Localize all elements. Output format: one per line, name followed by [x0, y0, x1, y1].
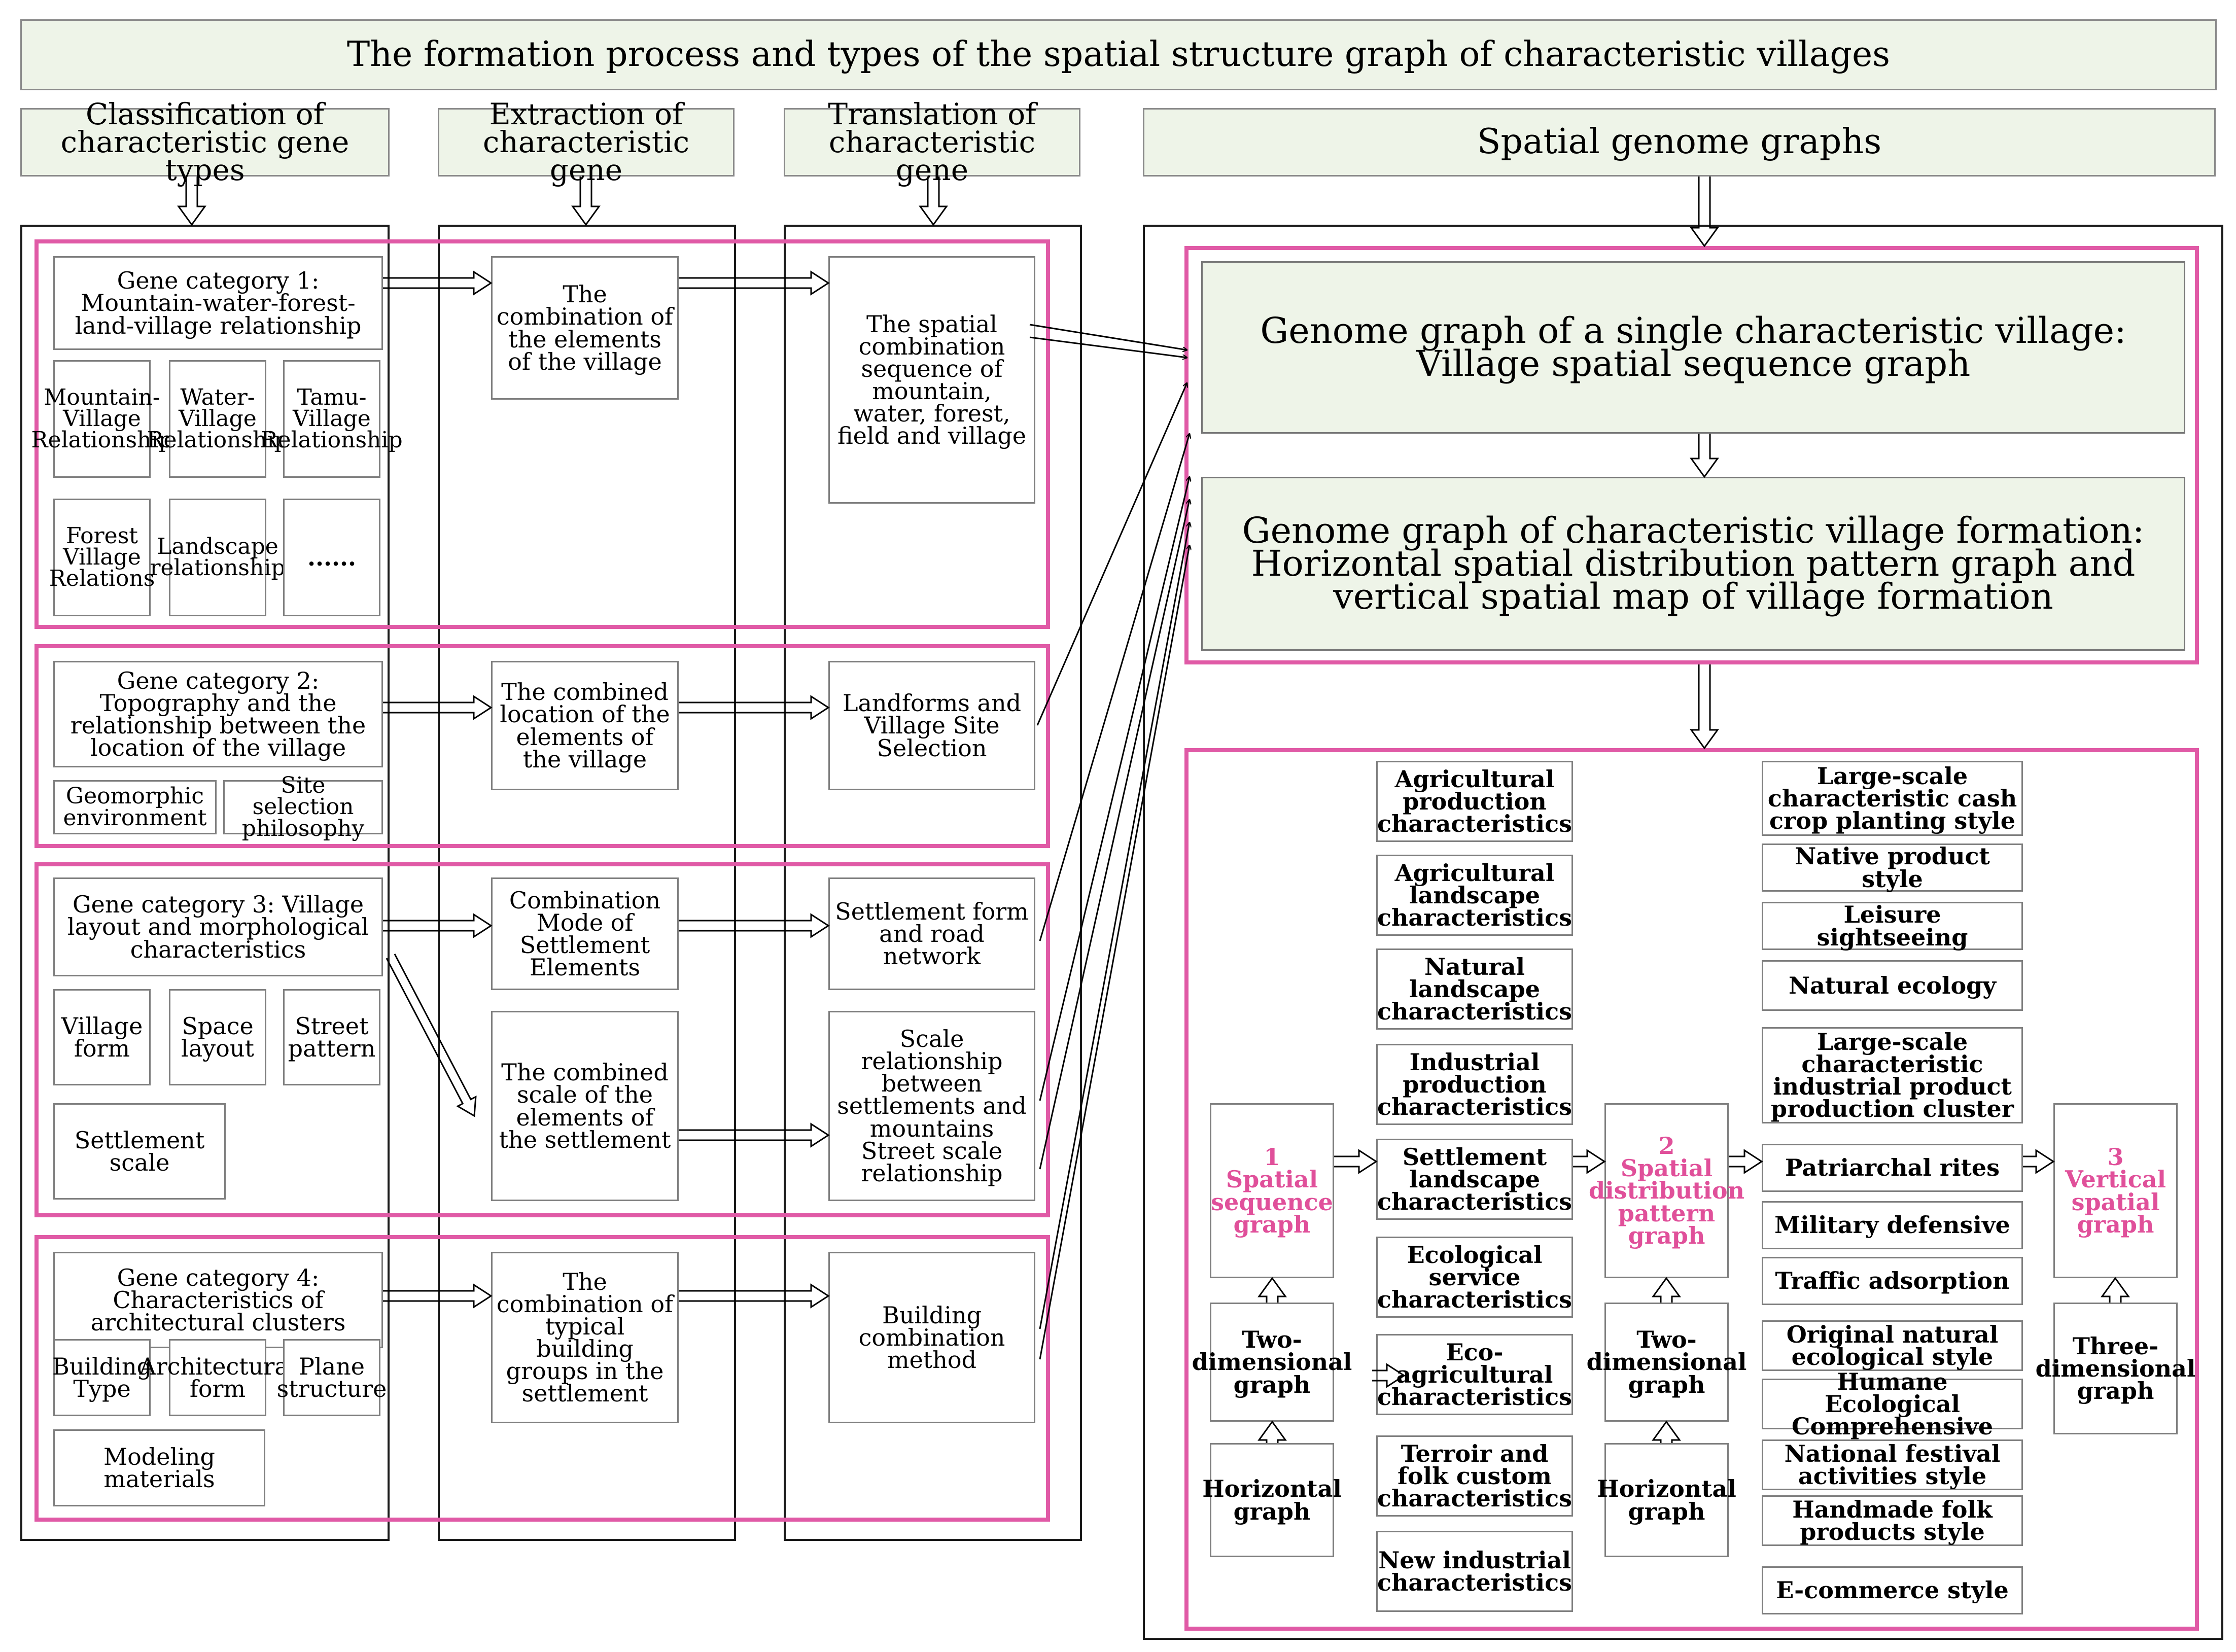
- style-item: Military defensive: [1762, 1201, 2023, 1249]
- category-4-title: Gene category 4: Characteristics of arch…: [53, 1252, 383, 1348]
- category-4-item: Architectural form: [139, 1339, 296, 1416]
- category-1-item: ......: [283, 499, 380, 616]
- category-1-translation: The spatial combination sequence of moun…: [828, 256, 1035, 504]
- category-3-title: Gene category 3: Village layout and morp…: [53, 877, 383, 976]
- style-item: Traffic adsorption: [1762, 1257, 2023, 1305]
- characteristic-item: New industrial characteristics: [1376, 1531, 1573, 1612]
- characteristic-item: Industrial production characteristics: [1376, 1044, 1573, 1125]
- category-2-extraction: The combined location of the elements of…: [491, 661, 679, 790]
- style-item: Handmade folk products style: [1762, 1495, 2023, 1546]
- category-3-item: Space layout: [169, 989, 266, 1085]
- category-3-extraction-1: Combination Mode of Settlement Elements: [491, 877, 679, 990]
- style-item: Large-scale characteristic industrial pr…: [1762, 1027, 2023, 1123]
- category-1-item: Mountain-Village Relationship: [31, 360, 173, 478]
- style-item: Leisure sightseeing: [1762, 902, 2023, 950]
- category-1-extraction: The combination of the elements of the v…: [491, 256, 679, 400]
- style-item: Original natural ecological style: [1762, 1320, 2023, 1371]
- category-2-item: Geomorphic environment: [53, 780, 217, 834]
- three-dimensional-graph: Three-dimensional graph: [2036, 1303, 2195, 1434]
- category-3-item: Street pattern: [283, 989, 380, 1085]
- group-frame-category-4: [34, 1235, 1050, 1522]
- style-item: Large-scale characteristic cash crop pla…: [1762, 761, 2023, 836]
- genome-single-village: Genome graph of a single characteristic …: [1201, 261, 2185, 434]
- header-genome: Spatial genome graphs: [1143, 108, 2216, 177]
- header-translation: Translation of characteristic gene: [784, 99, 1080, 185]
- header-classification: Classification of characteristic gene ty…: [20, 99, 390, 185]
- characteristic-item: Eco-agricultural characteristics: [1376, 1334, 1573, 1415]
- horizontal-graph-1: Horizontal graph: [1202, 1443, 1342, 1557]
- category-4-item: Modeling materials: [53, 1429, 265, 1506]
- style-item: E-commerce style: [1762, 1566, 2023, 1614]
- characteristic-item: Agricultural landscape characteristics: [1376, 855, 1573, 936]
- category-4-extraction: The combination of typical building grou…: [491, 1252, 679, 1423]
- category-1-item: Tamu-Village Relationship: [261, 360, 403, 478]
- two-dimensional-graph-2: Two-dimensional graph: [1587, 1303, 1746, 1422]
- characteristic-item: Ecological service characteristics: [1376, 1237, 1573, 1318]
- category-2-item: Site selection philosophy: [223, 775, 383, 839]
- category-4-item: Plane structure: [277, 1339, 387, 1416]
- category-1-title: Gene category 1: Mountain-water-forest-l…: [53, 256, 383, 350]
- characteristic-item: Terroir and folk custom characteristics: [1376, 1435, 1573, 1517]
- category-3-item: Village form: [53, 989, 151, 1085]
- category-4-translation: Building combination method: [828, 1252, 1035, 1423]
- category-2-title: Gene category 2: Topography and the rela…: [53, 661, 383, 767]
- two-dimensional-graph-1: Two-dimensional graph: [1192, 1303, 1352, 1422]
- header-extraction: Extraction of characteristic gene: [438, 99, 735, 185]
- category-4-item: Building Type: [52, 1339, 152, 1416]
- horizontal-graph-2: Horizontal graph: [1597, 1443, 1736, 1557]
- characteristic-item: Settlement landscape characteristics: [1376, 1139, 1573, 1220]
- style-item: National festival activities style: [1762, 1439, 2023, 1490]
- genome-village-formation: Genome graph of characteristic village f…: [1201, 477, 2185, 651]
- category-1-item: Forest Village Relations: [49, 499, 155, 616]
- category-3-extraction-2: The combined scale of the elements of th…: [491, 1011, 679, 1201]
- category-3-translation-1: Settlement form and road network: [828, 877, 1035, 990]
- characteristic-item: Agricultural production characteristics: [1376, 761, 1573, 842]
- category-1-item: Landscape relationship: [150, 499, 286, 616]
- category-1-item: Water-Village Relationship: [147, 360, 289, 478]
- diagram-title: The formation process and types of the s…: [20, 19, 2217, 90]
- category-3-item: Settlement scale: [53, 1103, 226, 1200]
- style-item: Patriarchal rites: [1762, 1144, 2023, 1192]
- style-item: Native product style: [1762, 843, 2023, 892]
- category-2-translation: Landforms and Village Site Selection: [828, 661, 1035, 790]
- characteristic-item: Natural landscape characteristics: [1376, 948, 1573, 1030]
- style-item: Humane Ecological Comprehensive: [1762, 1370, 2023, 1438]
- category-3-translation-2: Scale relationship between settlements a…: [828, 1011, 1035, 1201]
- style-item: Natural ecology: [1762, 960, 2023, 1011]
